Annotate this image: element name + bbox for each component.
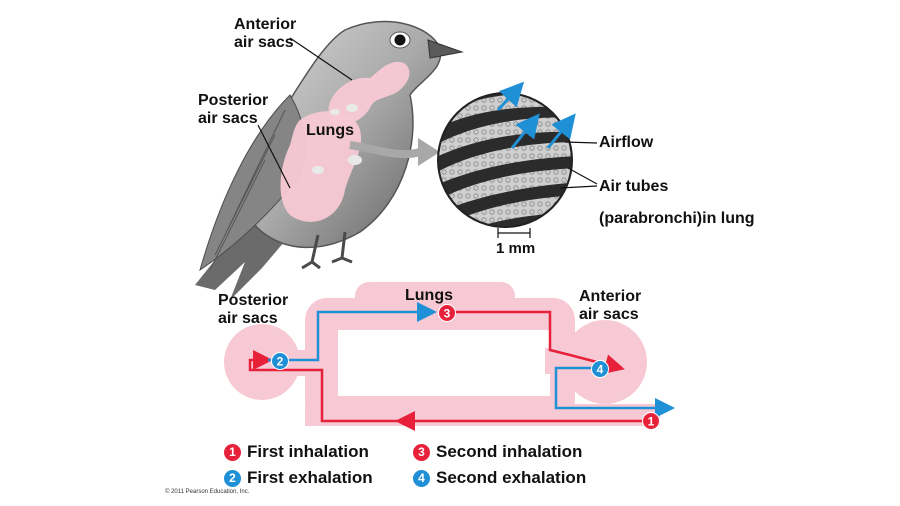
airflow-label: Airflow xyxy=(599,134,654,151)
label-line: Anterior xyxy=(579,288,642,305)
marker-label: 2 xyxy=(277,355,284,369)
flow-anterior-label: Anterior air sacs xyxy=(579,288,641,324)
marker-second-inhalation: 3 xyxy=(438,304,456,322)
flow-lungs-label: Lungs xyxy=(405,287,453,304)
label-line: air sacs xyxy=(198,110,258,127)
label-line: air sacs xyxy=(579,306,639,323)
legend-first-exhalation: 2 First exhalation xyxy=(224,468,373,488)
legend-second-exhalation: 4 Second exhalation xyxy=(413,468,586,488)
bird-anterior-label: Anterior air sacs xyxy=(234,16,296,52)
legend-label: Second exhalation xyxy=(436,468,587,487)
legend-second-inhalation: 3 Second inhalation xyxy=(413,442,582,462)
marker-label: 1 xyxy=(648,415,655,429)
bird-posterior-label: Posterior air sacs xyxy=(198,92,268,128)
legend-badge: 3 xyxy=(413,443,430,461)
label-line: Posterior xyxy=(218,292,289,309)
legend-badge: 1 xyxy=(224,443,241,461)
copyright-notice: © 2011 Pearson Education, Inc. xyxy=(165,489,250,495)
legend-first-inhalation: 1 First inhalation xyxy=(224,442,369,462)
legend-badge: 4 xyxy=(413,469,430,487)
parabronchi-label: (parabronchi)in lung xyxy=(599,210,755,227)
legend-label: Second inhalation xyxy=(436,442,583,461)
label-line: air sacs xyxy=(234,34,294,51)
bird-lungs-label: Lungs xyxy=(306,122,354,139)
airflow-cycle-diagram: 1 2 3 4 xyxy=(224,282,675,431)
marker-second-exhalation: 4 xyxy=(591,360,609,378)
air-tubes-label: Air tubes xyxy=(599,178,669,195)
marker-label: 3 xyxy=(444,307,451,321)
parabronchi-magnified-view xyxy=(437,81,598,238)
legend-badge: 2 xyxy=(224,469,241,487)
legend-label: First inhalation xyxy=(247,442,369,461)
bird-illustration xyxy=(195,20,464,300)
marker-first-inhalation: 1 xyxy=(642,412,660,430)
legend-label: First exhalation xyxy=(247,468,373,487)
marker-label: 4 xyxy=(597,363,604,377)
label-line: air sacs xyxy=(218,310,278,327)
scale-bar-label: 1 mm xyxy=(496,240,536,257)
label-line: Posterior xyxy=(198,92,269,109)
label-line: Anterior xyxy=(234,16,297,33)
marker-first-exhalation: 2 xyxy=(271,352,289,370)
flow-posterior-label: Posterior air sacs xyxy=(218,292,288,328)
